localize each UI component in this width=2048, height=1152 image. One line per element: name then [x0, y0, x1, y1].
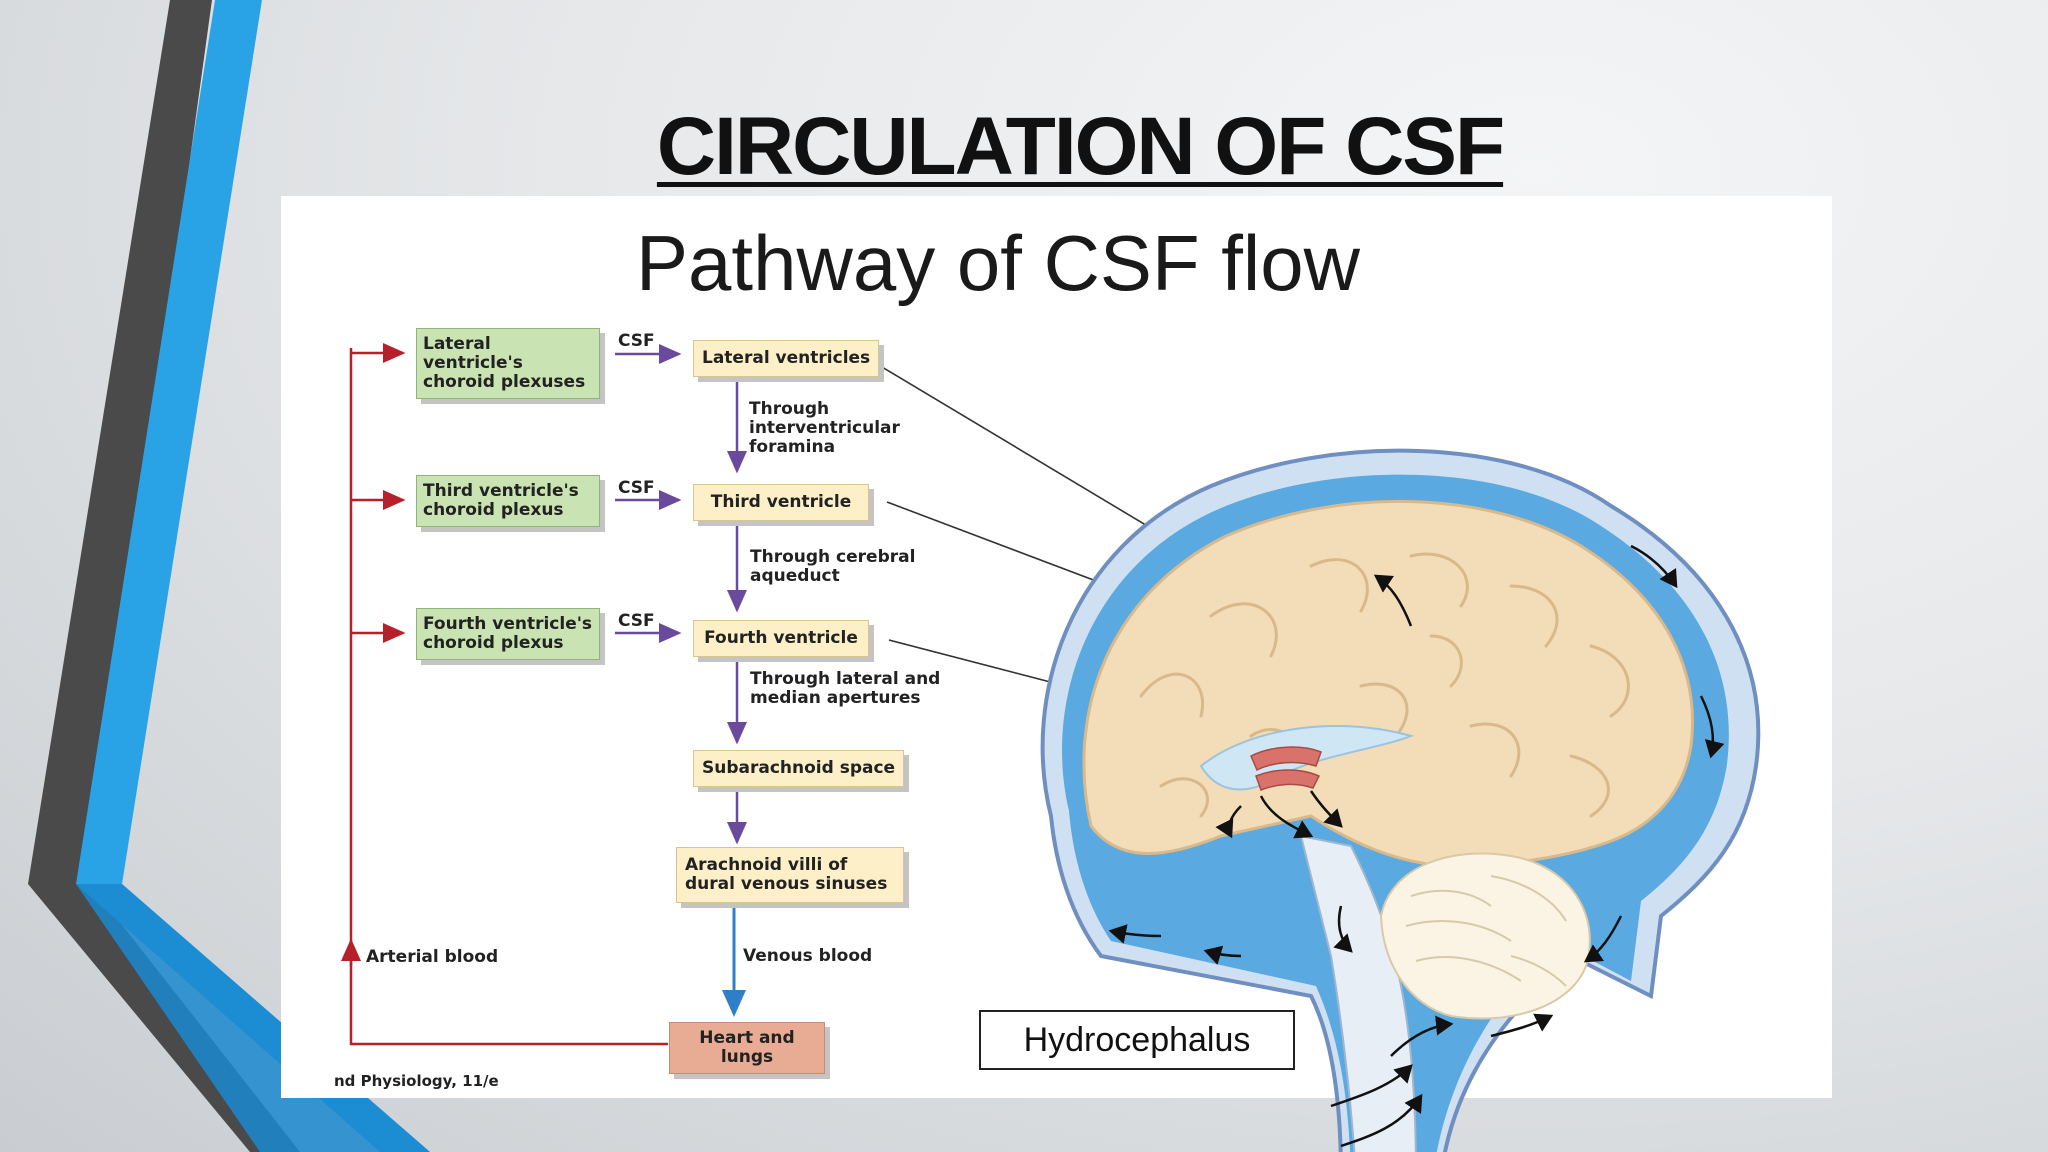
through-aqueduct-label: Through cerebral aqueduct — [750, 547, 916, 586]
blue-stripe — [76, 0, 430, 1152]
venous-blood-label: Venous blood — [743, 946, 873, 966]
slide-title: CIRCULATION OF CSF — [656, 101, 1505, 192]
through-apertures-label: Through lateral and median apertures — [750, 669, 941, 708]
diagram-panel: Pathway of CSF flow — [281, 196, 1832, 1152]
csf-label-2: CSF — [618, 478, 655, 498]
through-interventricular-label: Through interventricular foramina — [749, 399, 900, 457]
source-credit: nd Physiology, 11/e — [334, 1072, 499, 1090]
brain-illustration — [1040, 448, 1761, 1152]
dark-stripe — [28, 0, 300, 1152]
third-ventricle-box: Third ventricle — [693, 484, 869, 521]
arterial-blood-label: Arterial blood — [366, 947, 499, 967]
fourth-ventricle-box: Fourth ventricle — [693, 620, 869, 657]
third-choroid-box: Third ventricle's choroid plexus — [416, 475, 600, 527]
diagram-title: Pathway of CSF flow — [636, 219, 1360, 307]
lateral-choroid-box: Lateral ventricle's choroid plexuses — [416, 328, 600, 399]
csf-label-1: CSF — [618, 331, 655, 351]
flow-arrows — [341, 343, 1412, 1046]
cerebellum — [1379, 852, 1591, 1020]
csf-circulation-arrows — [1108, 544, 1725, 1148]
subarachnoid-space-box: Subarachnoid space — [693, 750, 905, 787]
lateral-ventricles-box: Lateral ventricles — [693, 340, 880, 377]
heart-lungs-box: Heart and lungs — [669, 1022, 825, 1074]
hydrocephalus-label-box: Hydrocephalus — [979, 1010, 1295, 1070]
cerebellum-folia — [1405, 875, 1567, 987]
arachnoid-villi-box: Arachnoid villi of dural venous sinuses — [676, 847, 904, 903]
arterial-loop — [349, 348, 668, 1046]
fourth-choroid-box: Fourth ventricle's choroid plexus — [416, 608, 600, 660]
csf-label-3: CSF — [618, 611, 655, 631]
